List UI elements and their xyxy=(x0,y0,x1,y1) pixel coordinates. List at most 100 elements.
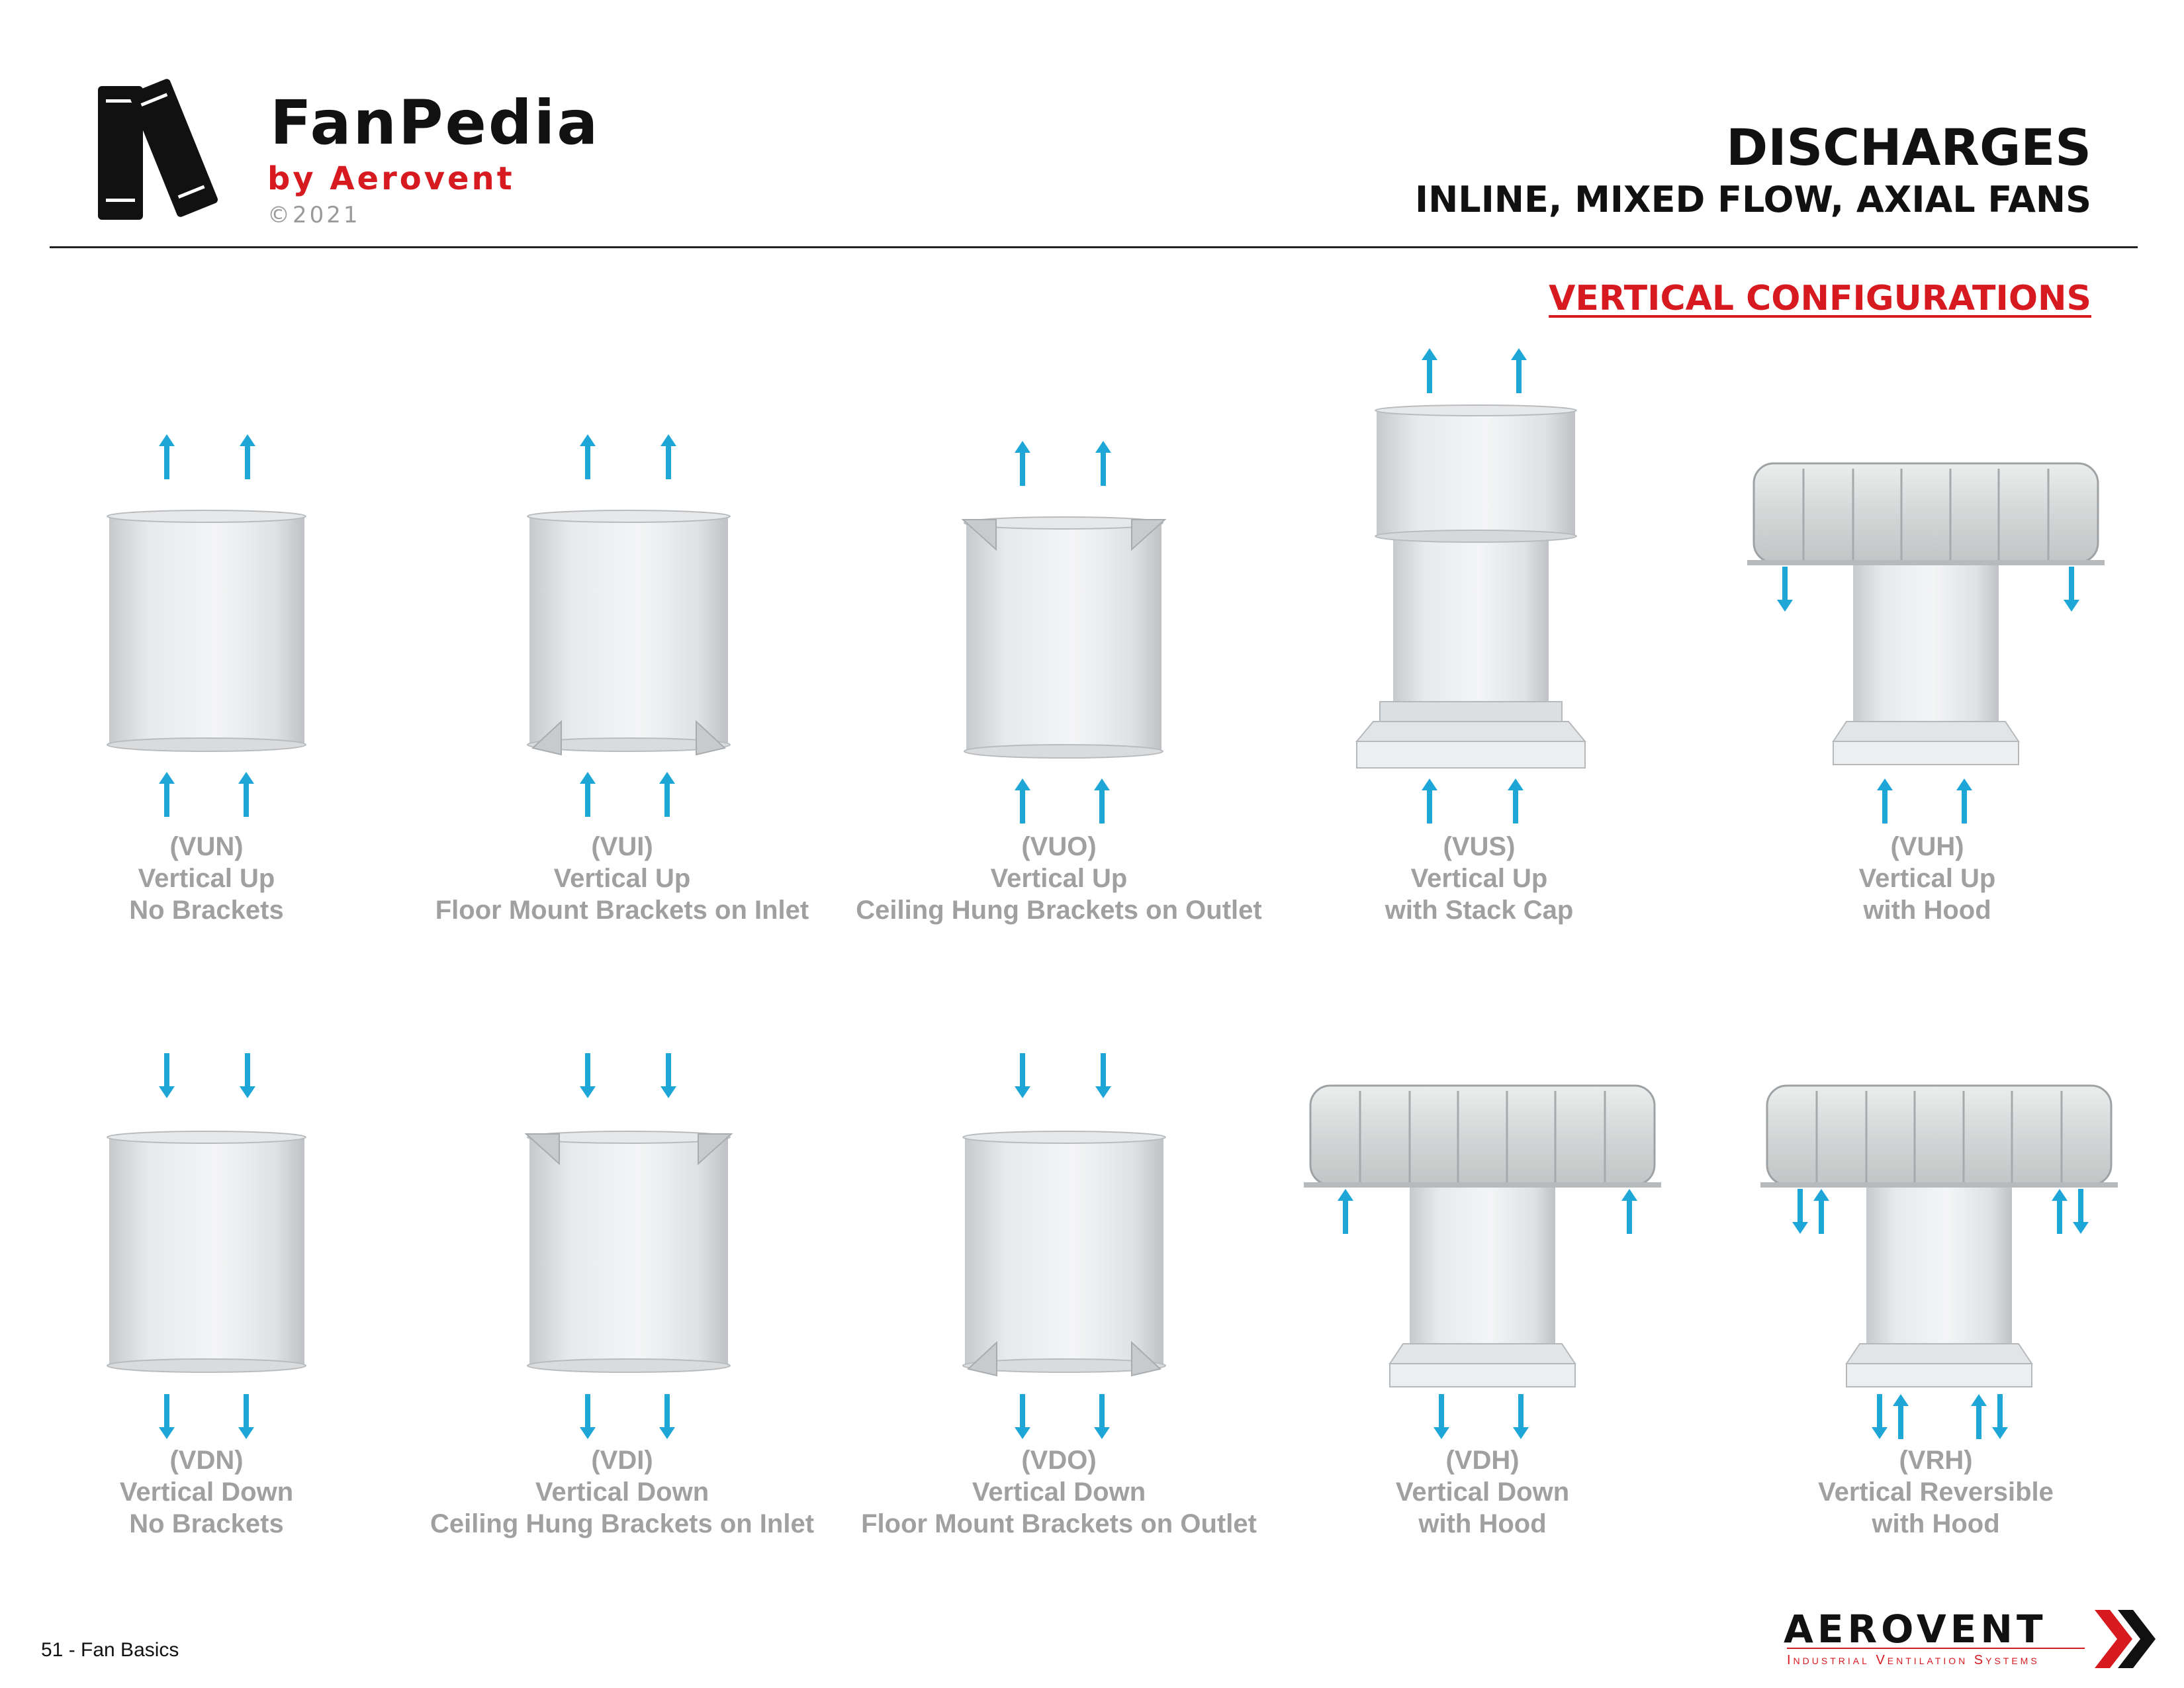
caption-line: Vertical Reversible xyxy=(1818,1477,2054,1507)
fan-vus-figure xyxy=(1355,404,1587,769)
caption-line: Vertical Up xyxy=(553,864,691,893)
copyright: ©2021 xyxy=(267,202,361,228)
caption-line: Vertical Up xyxy=(1410,864,1548,893)
arrow-down-icon xyxy=(159,1394,175,1439)
caption-code: (VDO) xyxy=(1021,1446,1097,1475)
caption-line: with Hood xyxy=(1863,896,1991,925)
arrow-down-icon xyxy=(1792,1189,1808,1234)
arrow-up-icon xyxy=(659,772,675,817)
arrow-up-icon xyxy=(1956,778,1972,823)
page-title: DISCHARGES xyxy=(1726,118,2091,177)
arrow-down-icon xyxy=(1872,1394,1888,1439)
arrow-up-icon xyxy=(238,772,254,817)
arrow-down-icon xyxy=(1095,1053,1111,1098)
arrow-down-icon xyxy=(659,1394,675,1439)
caption-line: Vertical Down xyxy=(119,1477,294,1507)
arrow-down-icon xyxy=(238,1394,254,1439)
fan-vrh-figure xyxy=(1759,1084,2119,1387)
caption-vdi: (VDI) Vertical Down Ceiling Hung Bracket… xyxy=(417,1444,827,1540)
caption-line: Ceiling Hung Brackets on Outlet xyxy=(856,896,1262,925)
caption-code: (VUO) xyxy=(1021,832,1097,861)
fan-vdn-figure xyxy=(107,1131,306,1373)
caption-line: No Brackets xyxy=(129,1509,284,1538)
caption-code: (VUI) xyxy=(591,832,653,861)
arrow-up-icon xyxy=(159,434,175,479)
caption-code: (VUH) xyxy=(1890,832,1964,861)
fan-vuo-figure xyxy=(961,516,1167,759)
arrow-down-icon xyxy=(1777,567,1793,612)
arrow-up-icon xyxy=(1511,348,1527,393)
caption-vdo: (VDO) Vertical Down Floor Mount Brackets… xyxy=(854,1444,1264,1540)
caption-line: Floor Mount Brackets on Inlet xyxy=(435,896,809,925)
arrow-up-icon xyxy=(1422,348,1437,393)
arrow-up-icon xyxy=(1813,1189,1829,1234)
caption-vui: (VUI) Vertical Up Floor Mount Brackets o… xyxy=(424,831,821,926)
fan-vdi-figure xyxy=(524,1131,733,1373)
arrow-up-icon xyxy=(1621,1189,1637,1234)
page-number: 51 - Fan Basics xyxy=(41,1639,179,1661)
arrow-up-icon xyxy=(1877,778,1893,823)
caption-vuo: (VUO) Vertical Up Ceiling Hung Brackets … xyxy=(854,831,1264,926)
caption-vus: (VUS) Vertical Up with Stack Cap xyxy=(1347,831,1612,926)
arrow-down-icon xyxy=(1015,1053,1030,1098)
arrow-up-icon xyxy=(1015,778,1030,823)
caption-code: (VUN) xyxy=(169,832,244,861)
arrow-down-icon xyxy=(1015,1394,1030,1439)
arrow-up-icon xyxy=(580,772,596,817)
arrow-up-icon xyxy=(660,434,676,479)
fan-vun-figure xyxy=(107,510,306,752)
chevron-logo-icon xyxy=(2095,1610,2156,1668)
brand-subtitle: by Aerovent xyxy=(267,160,515,197)
arrow-up-icon xyxy=(1422,778,1437,823)
arrow-down-icon xyxy=(1513,1394,1529,1439)
caption-line: with Hood xyxy=(1872,1509,2000,1538)
arrow-down-icon xyxy=(2064,567,2079,612)
arrow-down-icon xyxy=(1992,1394,2008,1439)
caption-vuh: (VUH) Vertical Up with Hood xyxy=(1795,831,2060,926)
brand-title: FanPedia xyxy=(270,87,600,158)
arrow-down-icon xyxy=(660,1053,676,1098)
arrow-down-icon xyxy=(159,1053,175,1098)
arrow-up-icon xyxy=(1095,441,1111,486)
footer-brand: AEROVENT xyxy=(1784,1607,2047,1652)
arrow-up-icon xyxy=(1893,1394,1909,1439)
caption-code: (VUS) xyxy=(1443,832,1516,861)
arrow-up-icon xyxy=(1338,1189,1353,1234)
caption-vrh: (VRH) Vertical Reversible with Hood xyxy=(1777,1444,2095,1540)
arrow-down-icon xyxy=(2073,1189,2089,1234)
caption-vun: (VUN) Vertical Up No Brackets xyxy=(74,831,339,926)
arrow-up-icon xyxy=(159,772,175,817)
arrow-up-icon xyxy=(2052,1189,2068,1234)
caption-line: Vertical Down xyxy=(535,1477,709,1507)
arrow-up-icon xyxy=(1508,778,1524,823)
page-subtitle: INLINE, MIXED FLOW, AXIAL FANS xyxy=(1415,179,2091,220)
caption-line: Vertical Up xyxy=(990,864,1128,893)
arrow-up-icon xyxy=(1094,778,1110,823)
fan-vdo-figure xyxy=(962,1131,1166,1377)
caption-line: No Brackets xyxy=(129,896,284,925)
arrow-down-icon xyxy=(1433,1394,1449,1439)
caption-line: Floor Mount Brackets on Outlet xyxy=(861,1509,1257,1538)
arrow-down-icon xyxy=(580,1053,596,1098)
fan-vdh-figure xyxy=(1302,1084,1662,1387)
book-logo-icon xyxy=(98,79,218,220)
caption-line: Vertical Up xyxy=(1858,864,1996,893)
arrow-down-icon xyxy=(580,1394,596,1439)
caption-line: with Stack Cap xyxy=(1385,896,1574,925)
arrow-down-icon xyxy=(1094,1394,1110,1439)
header-divider xyxy=(50,246,2138,248)
arrow-down-icon xyxy=(240,1053,255,1098)
caption-code: (VDN) xyxy=(169,1446,244,1475)
caption-line: Vertical Down xyxy=(1395,1477,1570,1507)
fan-vui-figure xyxy=(527,510,731,756)
caption-line: with Hood xyxy=(1418,1509,1547,1538)
footer-tagline: Industrial Ventilation Systems xyxy=(1787,1653,2040,1667)
arrow-up-icon xyxy=(240,434,255,479)
arrow-up-icon xyxy=(1015,441,1030,486)
caption-line: Vertical Up xyxy=(138,864,275,893)
fan-vuh-figure xyxy=(1746,462,2106,765)
caption-code: (VDH) xyxy=(1445,1446,1520,1475)
caption-vdn: (VDN) Vertical Down No Brackets xyxy=(74,1444,339,1540)
caption-code: (VRH) xyxy=(1899,1446,1973,1475)
